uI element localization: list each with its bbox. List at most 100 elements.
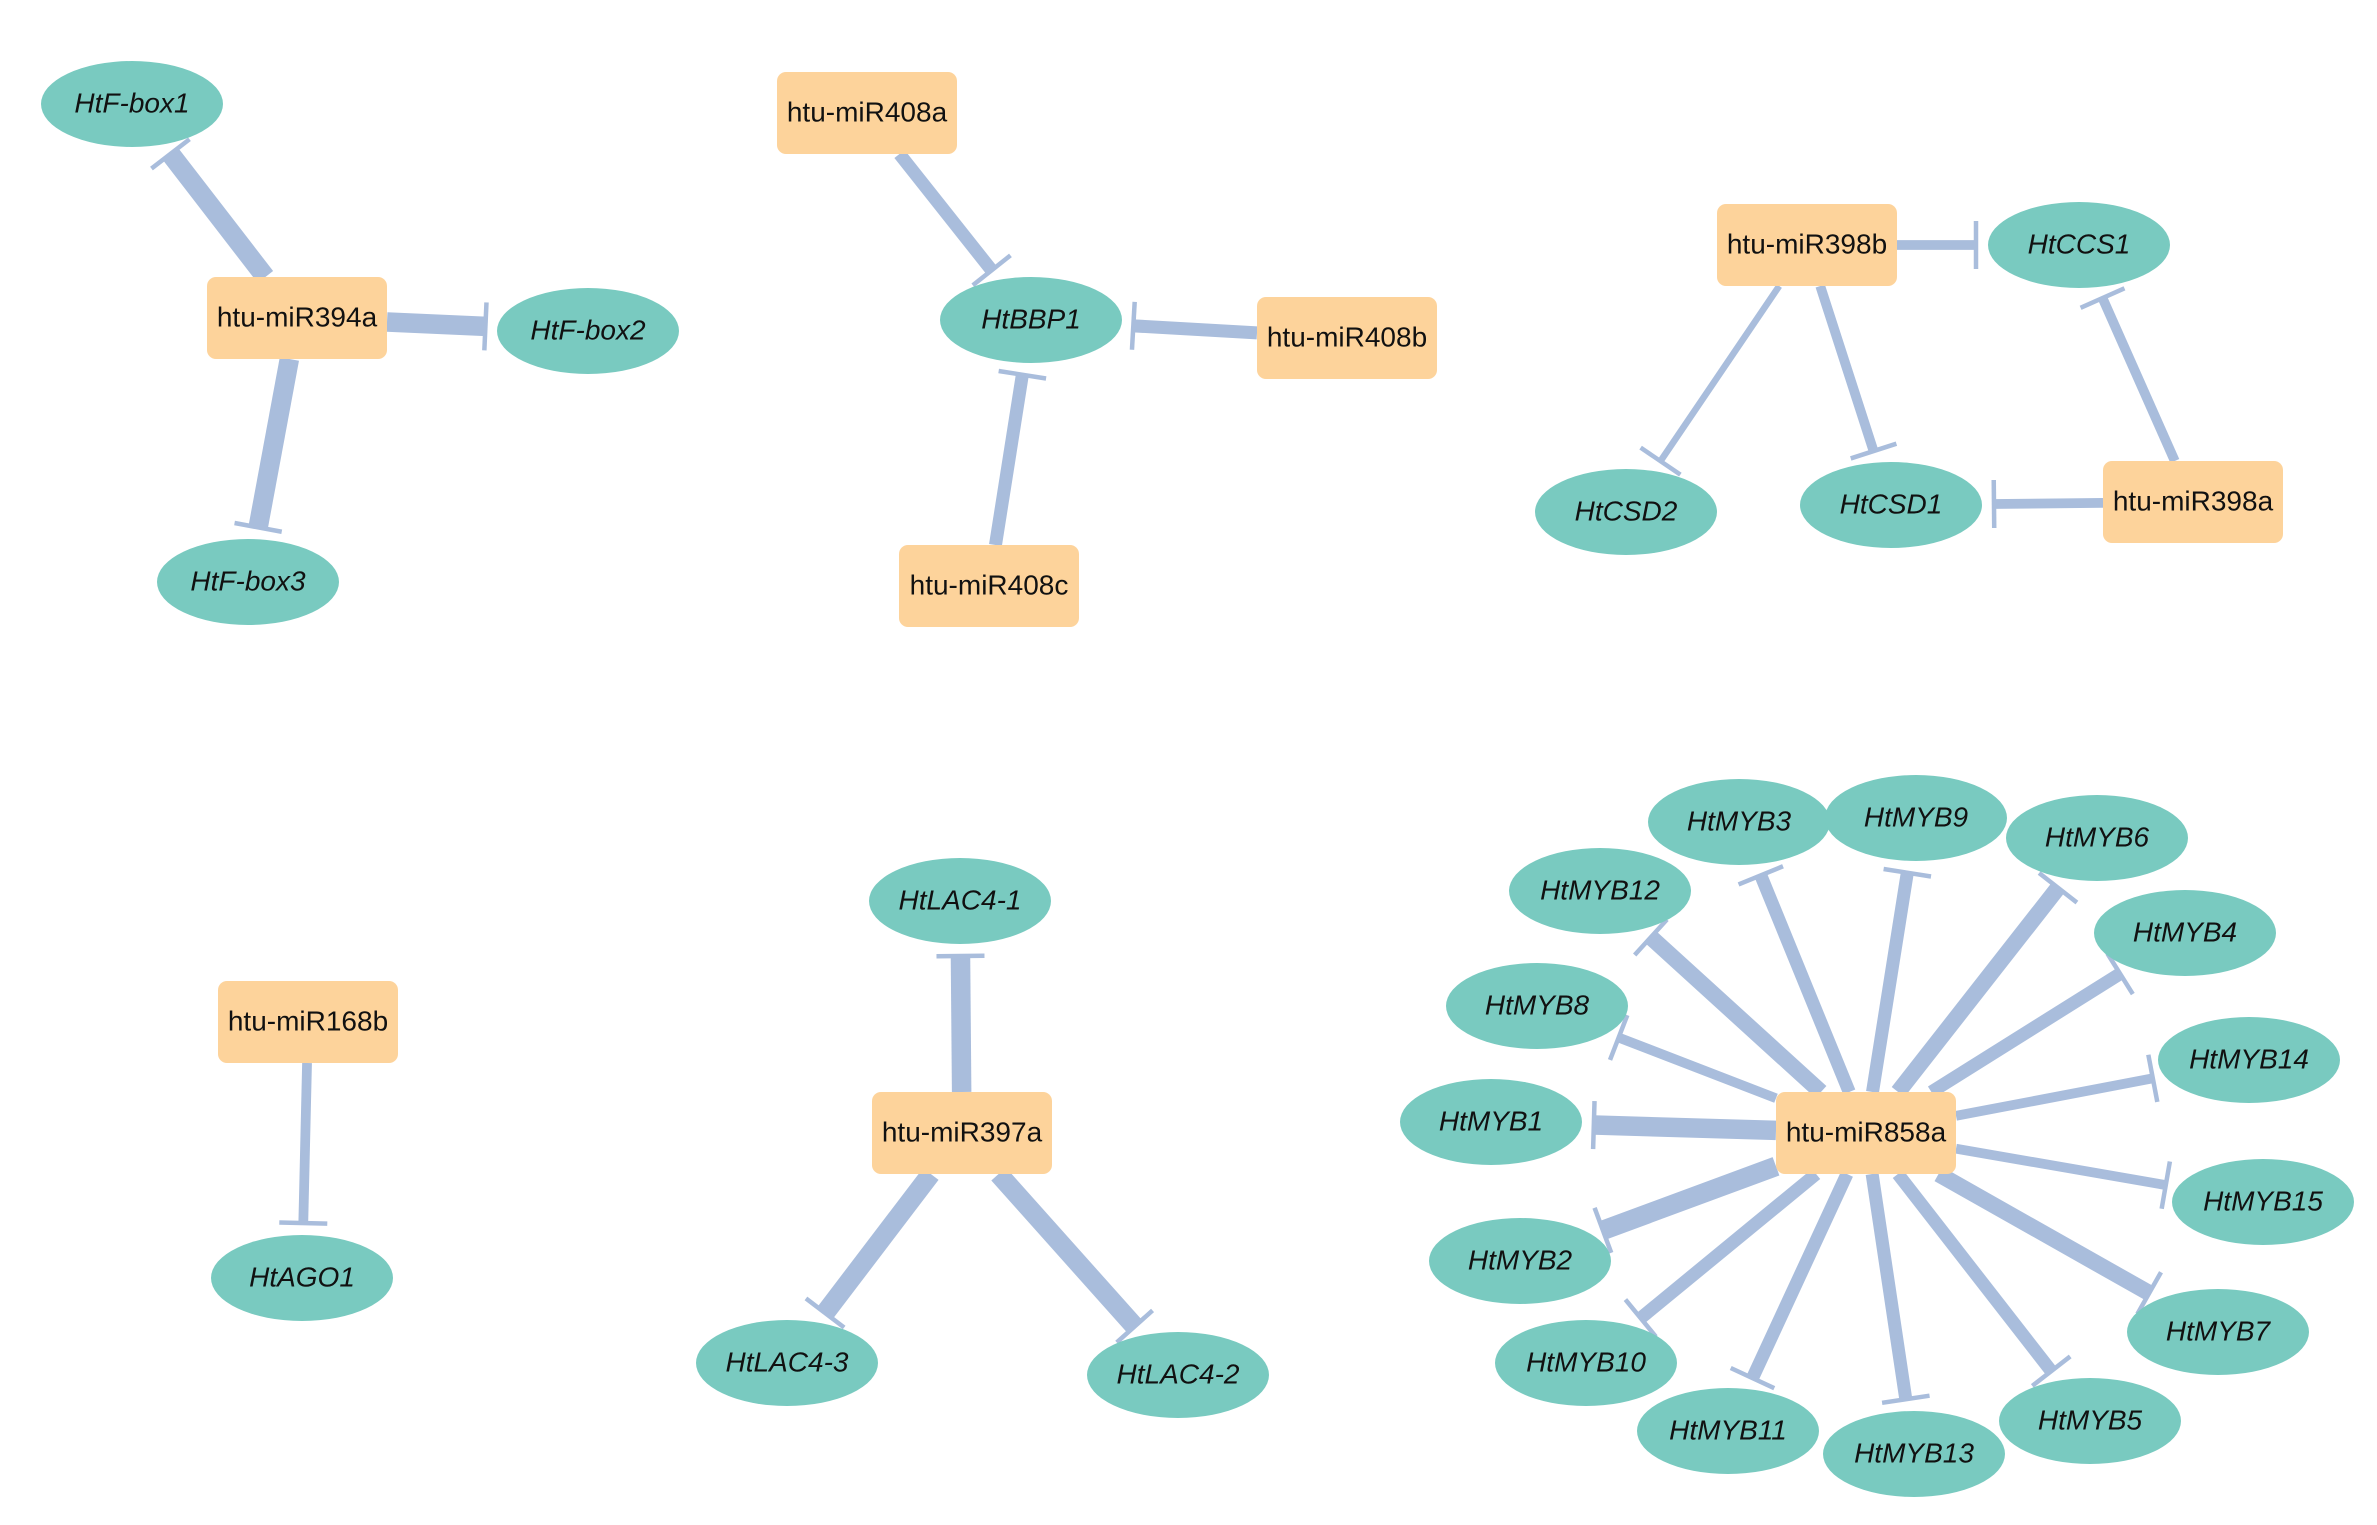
gene-label: HtMYB14 [2189,1043,2309,1074]
gene-node: HtCCS1 [1988,202,2170,288]
inhibition-edge [1955,1054,2160,1121]
gene-ellipse [1825,775,2007,861]
gene-ellipse [1823,1411,2005,1497]
gene-node: HtF-box3 [157,539,339,625]
inhibition-edge [1991,479,2104,528]
inhibition-bar [2146,1054,2160,1103]
mirna-box [207,277,387,359]
mirna-node: htu-miR398a [2103,461,2283,543]
gene-node: HtF-box1 [41,61,223,147]
gene-label: HtMYB11 [1669,1414,1787,1445]
mirna-box [1257,297,1437,379]
gene-node: HtMYB10 [1495,1320,1677,1406]
gene-node: HtLAC4-3 [696,1320,878,1406]
inhibition-edge [894,149,1012,287]
inhibition-bar [1607,1014,1630,1061]
edge-line [989,373,1029,547]
inhibition-edge [1639,284,1782,477]
inhibition-bar [1633,917,1669,957]
inhibition-bar [2135,1271,2163,1316]
gene-node: HtLAC4-1 [869,858,1051,944]
inhibition-edge [150,137,274,283]
inhibition-bar [1850,441,1898,461]
edge-line [1636,1168,1821,1324]
gene-ellipse [1429,1218,1611,1304]
gene-label: HtCSD2 [1575,495,1678,526]
inhibition-bar [2159,1161,2173,1210]
gene-ellipse [1988,202,2170,288]
inhibition-bar [1737,864,1784,887]
inhibition-edge [1897,221,1979,269]
gene-ellipse [1648,779,1830,865]
mirna-node: htu-miR397a [872,1092,1052,1174]
gene-label: HtF-box1 [74,87,189,118]
edge-line [1865,1173,1913,1401]
mirna-node: htu-miR398b [1717,204,1897,286]
gene-ellipse [2006,795,2188,881]
gene-ellipse [1509,848,1691,934]
inhibition-edge [1866,866,1932,1094]
gene-label: HtBBP1 [981,303,1081,334]
gene-label: HtMYB15 [2203,1185,2323,1216]
inhibition-bar [482,302,489,351]
inhibition-edge [1729,1171,1853,1391]
mirna-label: htu-miR397a [882,1116,1043,1147]
edge-line [1866,871,1914,1094]
gene-ellipse [1535,469,1717,555]
inhibition-edge [2079,286,2180,463]
inhibition-edge [1891,871,2079,1098]
mirna-node: htu-miR408c [899,545,1079,627]
gene-label: HtMYB5 [2038,1404,2143,1435]
mirna-box [1776,1092,1956,1174]
mirna-box [777,72,957,154]
mirna-node: htu-miR858a [1776,1092,1956,1174]
inhibition-bar [1590,1100,1597,1150]
mirna-label: htu-miR398a [2113,485,2274,516]
gene-node: HtMYB2 [1429,1218,1611,1304]
edge-line [2098,296,2180,463]
inhibition-edge [1607,1014,1778,1103]
gene-ellipse [41,61,223,147]
gene-ellipse [2094,890,2276,976]
mirna-label: htu-miR168b [228,1005,388,1036]
inhibition-bar [971,253,1012,287]
gene-ellipse [2127,1289,2309,1375]
edge-line [1934,1166,2154,1301]
gene-label: HtCCS1 [2028,228,2131,259]
edge-line [1132,319,1258,340]
gene-ellipse [696,1320,878,1406]
mirna-node: htu-miR408b [1257,297,1437,379]
inhibition-bar [1623,1298,1658,1339]
inhibition-edge [1633,917,1827,1099]
inhibition-bar [1639,445,1682,477]
gene-ellipse [157,539,339,625]
inhibition-edge [1129,301,1258,350]
gene-label: HtF-box2 [530,314,646,345]
mirna-box [1717,204,1897,286]
inhibition-edge [1592,1157,1780,1254]
gene-ellipse [940,277,1122,363]
edge-line [162,147,274,283]
gene-node: HtCSD1 [1800,462,1982,548]
inhibition-bar [2079,286,2126,310]
gene-node: HtMYB4 [2094,890,2276,976]
mirna-node: htu-miR394a [207,277,387,359]
gene-ellipse [1800,462,1982,548]
gene-ellipse [1637,1388,1819,1474]
gene-node: HtMYB5 [1999,1378,2181,1464]
gene-label: HtLAC4-3 [726,1346,849,1377]
inhibition-edge [1892,1170,2072,1388]
gene-label: HtMYB7 [2166,1315,2272,1346]
gene-node: HtMYB14 [2158,1017,2340,1103]
gene-node: HtMYB12 [1509,848,1691,934]
mirna-box [218,981,398,1063]
edge-line [991,1167,1142,1333]
gene-ellipse [497,288,679,374]
gene-ellipse [2172,1159,2354,1245]
gene-node: HtMYB11 [1637,1388,1819,1474]
inhibition-bar [150,137,191,171]
gene-label: HtAGO1 [249,1261,355,1292]
gene-ellipse [211,1235,393,1321]
inhibition-edge [1927,952,2135,1098]
mirna-box [872,1092,1052,1174]
